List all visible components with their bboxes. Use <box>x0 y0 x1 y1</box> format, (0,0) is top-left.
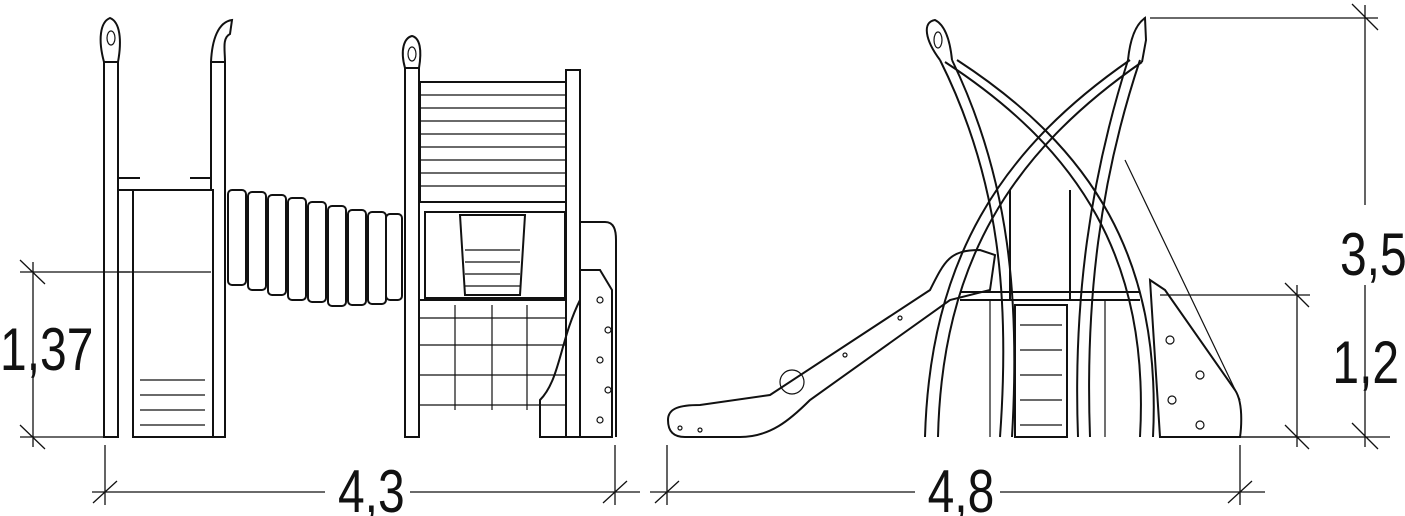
dimension-width-right <box>650 445 1265 505</box>
front-view-structure <box>99 16 617 438</box>
climbing-net <box>420 305 566 410</box>
label-width-left: 4,3 <box>338 458 405 516</box>
dimension-width-left <box>92 445 640 505</box>
label-platform-height: 1,2 <box>1332 329 1399 396</box>
dimension-height-left <box>19 259 130 450</box>
side-climbing-panel <box>539 221 617 438</box>
bridge-planks <box>227 189 403 307</box>
label-total-height: 3,5 <box>1340 221 1405 288</box>
label-width-right: 4,8 <box>928 458 995 516</box>
label-height-left: 1,37 <box>0 316 93 383</box>
climbing-wall <box>1124 159 1243 438</box>
dimension-total-height <box>1150 3 1390 450</box>
ladder <box>1009 190 1071 438</box>
left-posts <box>99 16 234 438</box>
slide <box>666 248 997 438</box>
side-view-structure <box>666 16 1243 438</box>
